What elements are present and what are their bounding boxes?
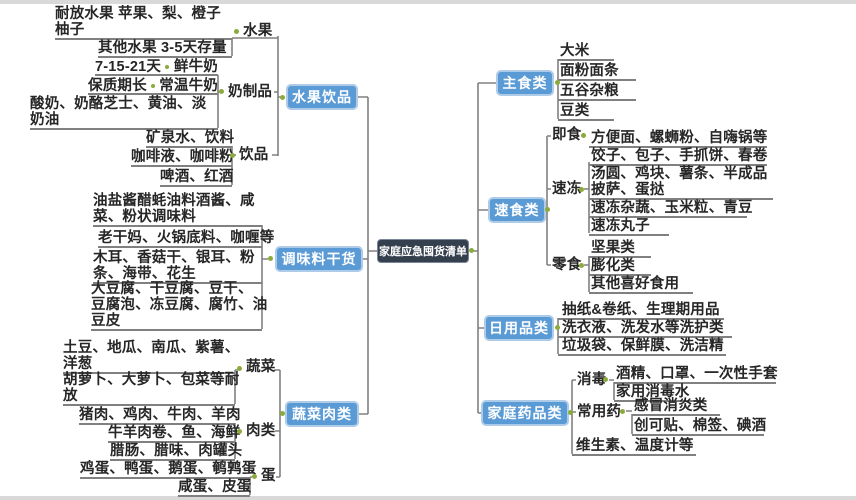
topic-hotpot-base[interactable]: 老干妈、火锅底料、咖喱等: [98, 230, 275, 248]
topic-vitamins-thermometer[interactable]: 维生素、温度计等: [572, 438, 696, 456]
topic-beer-wine[interactable]: 啤酒、红酒: [160, 169, 234, 187]
topic-cured-meat[interactable]: 腊肠、腊味、肉罐头: [110, 443, 243, 461]
topic-uht-milk-label: 常温牛奶: [159, 77, 218, 94]
topic-instant-noodles[interactable]: 方便面、螺蛳粉、自嗨锅等: [589, 130, 768, 148]
topic-cleaning-supplies[interactable]: 垃圾袋、保鲜膜、洗洁精: [558, 338, 726, 356]
topic-water-drinks[interactable]: 矿泉水、饮料: [146, 130, 235, 148]
subtopic-dairy[interactable]: 奶制品: [228, 84, 273, 100]
topic-flour-noodles[interactable]: 面粉面条: [558, 63, 636, 81]
topic-household-disinfectant[interactable]: 家用消毒水: [614, 384, 704, 402]
connector-dot[interactable]: [579, 187, 584, 192]
branch-node-medicine[interactable]: 家庭药品类: [481, 400, 569, 426]
connector-dot[interactable]: [568, 410, 573, 415]
topic-frozen-dumplings[interactable]: 饺子、包子、手抓饼、春卷: [589, 148, 768, 166]
connector-dot[interactable]: [280, 95, 285, 100]
topic-meat-rolls-seafood[interactable]: 牛羊肉卷、鱼、海鲜: [108, 425, 241, 443]
bottom-edge-strip: [0, 496, 856, 500]
connector-dot[interactable]: [230, 153, 235, 158]
topic-bandaids-swabs[interactable]: 创可贴、棉签、碘酒: [632, 418, 767, 436]
topic-frozen-vegetables[interactable]: 速冻杂蔬、玉米粒、青豆: [589, 200, 753, 218]
topic-paper-products[interactable]: 抽纸&卷纸、生理期用品: [558, 302, 724, 320]
subtopic-disinfect[interactable]: 消毒: [577, 372, 607, 388]
topic-coffee[interactable]: 咖啡液、咖啡粉: [131, 149, 234, 167]
connector-dot[interactable]: [581, 133, 586, 138]
branch-node-fruit-drinks[interactable]: 水果饮品: [286, 84, 358, 110]
connector-dot[interactable]: [620, 409, 625, 414]
subtopic-egg[interactable]: 蛋: [261, 468, 276, 484]
connector-dot[interactable]: [555, 80, 560, 85]
topic-nuts[interactable]: 坚果类: [589, 240, 651, 258]
subtopic-fruit[interactable]: 水果: [243, 23, 273, 39]
topic-beans[interactable]: 豆类: [558, 103, 614, 121]
topic-other-fruit[interactable]: 其他水果 3-5天存量: [98, 40, 232, 58]
branch-node-seasoning[interactable]: 调味料干货: [275, 246, 363, 272]
topic-uht-milk-shelf: 保质期长: [88, 77, 147, 94]
topic-rice[interactable]: 大米: [558, 43, 614, 61]
topic-alcohol-masks-gloves[interactable]: 酒精、口罩、一次性手套: [614, 366, 778, 384]
topic-grains[interactable]: 五谷杂粮: [558, 83, 636, 101]
connector-dot[interactable]: [268, 256, 273, 261]
top-edge-strip: [0, 0, 856, 4]
topic-sauces[interactable]: 油盐酱醋蚝油料酒酱、咸 菜、粉状调味料: [93, 193, 262, 227]
branch-node-daily[interactable]: 日用品类: [484, 315, 554, 341]
connector-dot[interactable]: [219, 89, 224, 94]
topic-fresh-milk-label: 鲜牛奶: [173, 58, 218, 75]
topic-frozen-meatballs[interactable]: 速冻丸子: [589, 218, 669, 236]
subtopic-drinks[interactable]: 饮品: [239, 147, 269, 163]
connector-dot[interactable]: [469, 248, 474, 253]
subtopic-instant[interactable]: 即食: [552, 127, 582, 143]
subtopic-vegetables[interactable]: 蔬菜: [246, 359, 276, 375]
subtopic-common-drugs[interactable]: 常用药: [577, 404, 622, 420]
connector-dot[interactable]: [237, 366, 242, 371]
subtopic-frozen[interactable]: 速冻: [552, 181, 582, 197]
connector-dot[interactable]: [603, 377, 608, 382]
connector-dot[interactable]: [545, 207, 550, 212]
topic-fresh-eggs[interactable]: 鸡蛋、鸭蛋、鹅蛋、鹌鹑蛋: [80, 461, 257, 479]
topic-uht-milk[interactable]: 保质期长常温牛奶: [88, 78, 218, 95]
topic-toiletries[interactable]: 洗衣液、洗发水等洗护类: [558, 320, 732, 338]
topic-durable-fruit[interactable]: 耐放水果 苹果、梨、橙子 柚子: [55, 6, 232, 40]
connector-dot[interactable]: [555, 325, 560, 330]
central-topic-node[interactable]: 家庭应急囤货清单: [377, 239, 469, 263]
topic-frozen-semi-finished[interactable]: 汤圆、鸡块、薯条、半成品 披萨、蛋挞: [589, 166, 773, 200]
connector-dot[interactable]: [237, 429, 242, 434]
topic-preserved-eggs[interactable]: 咸蛋、皮蛋: [178, 479, 252, 497]
connector-dot: [151, 83, 155, 88]
connector-dot: [165, 64, 170, 69]
topic-favorite-snacks[interactable]: 其他喜好食用: [589, 276, 693, 294]
connector-dot[interactable]: [280, 411, 285, 416]
subtopic-snacks[interactable]: 零食: [552, 257, 582, 273]
topic-root-vegetables[interactable]: 土豆、地瓜、南瓜、紫薯、 洋葱: [63, 340, 240, 374]
branch-node-staple[interactable]: 主食类: [496, 70, 554, 96]
topic-dairy-other[interactable]: 酸奶、奶酪芝士、黄油、淡 奶油: [30, 96, 218, 130]
topic-tofu-products[interactable]: 大豆腐、干豆腐、豆干、 豆腐泡、冻豆腐、腐竹、油 豆皮: [91, 281, 268, 331]
topic-fresh-meat[interactable]: 猪肉、鸡肉、牛肉、羊肉: [79, 407, 241, 425]
branch-node-fastfood[interactable]: 速食类: [488, 197, 546, 223]
connector-dot[interactable]: [579, 263, 584, 268]
topic-fresh-milk-days: 7-15-21天: [95, 58, 162, 75]
topic-fresh-milk[interactable]: 7-15-21天鲜牛奶: [95, 59, 218, 76]
topic-dried-goods[interactable]: 木耳、香菇干、银耳、粉 条、海带、花生: [93, 250, 262, 284]
subtopic-meat[interactable]: 肉类: [246, 423, 276, 439]
topic-durable-vegetables[interactable]: 胡萝卜、大萝卜、包菜等耐 放: [63, 372, 240, 406]
connector-dot[interactable]: [234, 29, 239, 34]
topic-puffed-snacks[interactable]: 膨化类: [589, 258, 651, 276]
topic-cold-medicine[interactable]: 感冒消炎类: [632, 398, 720, 416]
branch-node-veg-meat[interactable]: 蔬菜肉类: [285, 401, 359, 427]
connector-dot[interactable]: [252, 474, 257, 479]
